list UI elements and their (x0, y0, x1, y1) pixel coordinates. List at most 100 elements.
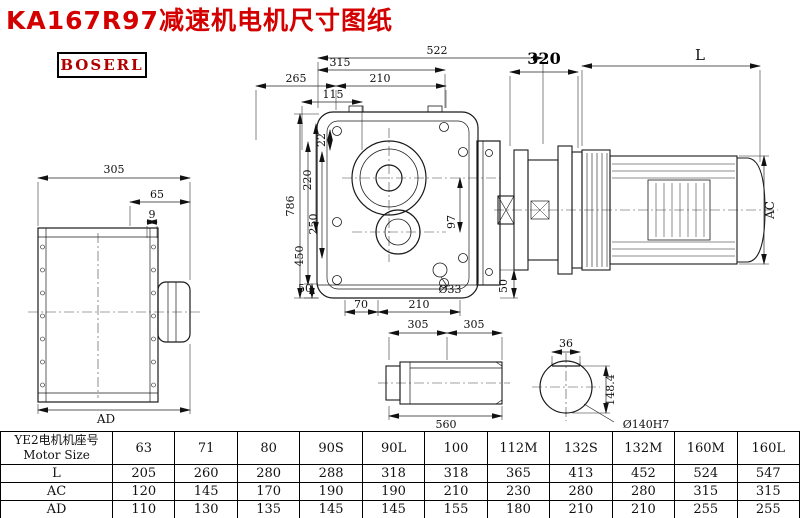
dim-305-shaft-a-label: 305 (408, 318, 429, 331)
dim-50-bottom-right-label: 50 (497, 279, 510, 293)
dim-70-label: 70 (354, 298, 368, 311)
dim-305-shaft-b-label: 305 (464, 318, 485, 331)
cell-L-63: 205 (111, 464, 176, 483)
cell-L-90L: 318 (361, 464, 426, 483)
cell-AC-100: 210 (424, 482, 488, 501)
cell-AD-100: 155 (424, 500, 488, 518)
cell-AD-112M: 180 (486, 500, 551, 518)
cell-AC-80: 170 (236, 482, 301, 501)
motor-size-column-90S: 90S (299, 431, 363, 465)
dim-210-top-label: 210 (370, 72, 391, 85)
dim-265-label: 265 (286, 72, 307, 85)
dim-AD-label: AD (96, 412, 115, 426)
dim-65-label: 65 (150, 188, 164, 201)
motor-size-column-100: 100 (424, 431, 488, 465)
dim-115-label: 115 (323, 88, 344, 101)
extension-lines (37, 62, 769, 420)
front-view-drawing (316, 105, 501, 299)
shaft-end-view-drawing (539, 360, 593, 414)
motor-size-column-71: 71 (174, 431, 238, 465)
cell-AD-63: 110 (111, 500, 176, 518)
motor-fins (612, 163, 735, 257)
cell-AD-160M: 255 (674, 500, 738, 518)
dim-36-label: 36 (559, 337, 573, 350)
cell-L-132M: 452 (611, 464, 676, 483)
cell-L-90S: 288 (299, 464, 363, 483)
cell-L-80: 280 (236, 464, 301, 483)
dim-320-label: 320 (527, 49, 560, 68)
side-view-bolt-holes (40, 244, 156, 388)
cell-AC-160M: 315 (674, 482, 738, 501)
dimension-lines (37, 55, 767, 423)
cell-L-160L: 547 (736, 464, 800, 483)
fan-cowl-fins (586, 153, 608, 267)
dim-315-label: 315 (330, 56, 351, 69)
cell-AC-63: 120 (111, 482, 176, 501)
cell-L-132S: 413 (549, 464, 613, 483)
dim-50-bottom-left-label: 50 (298, 282, 312, 295)
brand-logo-box: BOSERL (57, 52, 147, 78)
dim-diameter-33-label: Ø33 (438, 283, 461, 296)
motor-view-drawing (497, 145, 766, 275)
dim-522-label: 522 (427, 44, 448, 57)
dim-220-label: 220 (301, 170, 314, 191)
motor-size-header-cn: YE2电机机座号 (14, 433, 99, 447)
dim-560-label: 560 (436, 418, 457, 431)
row-label-L: L (0, 464, 113, 483)
cell-AC-90S: 190 (299, 482, 363, 501)
motor-size-column-63: 63 (111, 431, 176, 465)
cell-AD-80: 135 (236, 500, 301, 518)
motor-size-column-80: 80 (236, 431, 301, 465)
motor-size-column-90L: 90L (361, 431, 426, 465)
cell-AD-90S: 145 (299, 500, 363, 518)
dim-786-label: 786 (284, 196, 297, 217)
dim-22-label: 22 (315, 133, 328, 147)
cell-AD-160L: 255 (736, 500, 800, 518)
centerlines (28, 128, 778, 421)
cell-AD-132M: 210 (611, 500, 676, 518)
cell-AC-132S: 280 (549, 482, 613, 501)
brand-logo-text: BOSERL (60, 56, 144, 74)
row-label-AD: AD (0, 500, 113, 518)
cell-AD-132S: 210 (549, 500, 613, 518)
dim-diameter-140H7-label: Ø140H7 (623, 418, 670, 431)
motor-size-column-160L: 160L (736, 431, 800, 465)
motor-size-header-en: Motor Size (23, 448, 90, 462)
cell-AD-90L: 145 (361, 500, 426, 518)
row-label-AC: AC (0, 482, 113, 501)
bolt-holes (332, 122, 493, 288)
dim-L-label: L (695, 46, 705, 64)
motor-size-column-112M: 112M (486, 431, 551, 465)
motor-size-column-132M: 132M (611, 431, 676, 465)
motor-size-column-132S: 132S (549, 431, 613, 465)
cell-AC-132M: 280 (611, 482, 676, 501)
technical-drawing: 522 315 265 210 115 786 450 220 250 22 9… (28, 44, 778, 431)
dim-450-label: 450 (293, 246, 306, 267)
dim-AC-label: AC (763, 201, 777, 220)
cell-AC-160L: 315 (736, 482, 800, 501)
cell-AC-112M: 230 (486, 482, 551, 501)
side-view-drawing (37, 227, 191, 403)
motor-center-ribs (655, 183, 705, 237)
cell-AC-71: 145 (174, 482, 238, 501)
motor-size-column-160M: 160M (674, 431, 738, 465)
cell-L-160M: 524 (674, 464, 738, 483)
cell-L-71: 260 (174, 464, 238, 483)
dim-97-label: 97 (445, 215, 458, 229)
page-title: KA167R97减速机电机尺寸图纸 (6, 6, 393, 35)
shaft-view-drawing (385, 361, 503, 405)
dim-148-4-label: 148.4 (604, 374, 617, 406)
cell-AC-90L: 190 (361, 482, 426, 501)
dim-250-label: 250 (307, 214, 320, 235)
cell-AD-71: 130 (174, 500, 238, 518)
cell-L-100: 318 (424, 464, 488, 483)
dim-9-label: 9 (149, 208, 156, 221)
dim-210-bottom-label: 210 (409, 298, 430, 311)
